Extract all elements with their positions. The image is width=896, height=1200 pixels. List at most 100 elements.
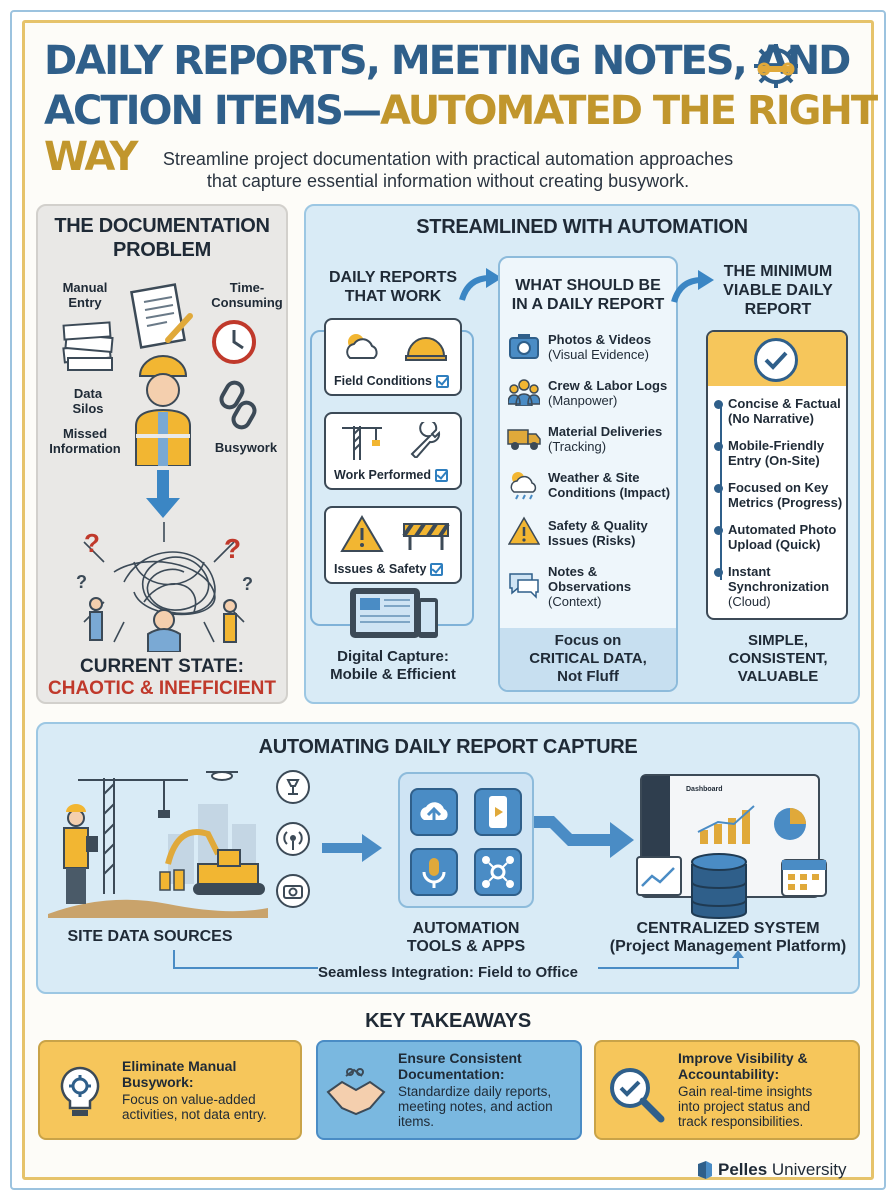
page-title-line2-a: ACTION ITEMS— <box>44 88 382 134</box>
weather-icon <box>506 468 542 500</box>
system-label: CENTRALIZED SYSTEM (Project Management P… <box>600 920 856 956</box>
report-item-materials-t1: Material Deliveries <box>548 424 663 439</box>
takeaways-heading: KEY TAKEAWAYS <box>365 1010 531 1032</box>
report-item-notes-t2: Observations <box>548 579 632 594</box>
takeaway-2-title1: Ensure Consistent <box>398 1050 522 1066</box>
timeline-dot <box>714 442 723 451</box>
wrench-icon <box>406 419 446 460</box>
system-label-line1: CENTRALIZED SYSTEM <box>636 920 820 937</box>
line-chart-icon <box>636 856 682 896</box>
tools-label-line1: AUTOMATION <box>412 920 520 937</box>
problem-heading: THE DOCUMENTATION PROBLEM <box>36 214 288 262</box>
integration-arrow <box>170 950 746 982</box>
problem-heading-line2: PROBLEM <box>113 239 211 261</box>
takeaway-1-title2: Busywork: <box>122 1074 194 1090</box>
camera-icon <box>508 332 540 360</box>
brand-name: Pelles University <box>718 1160 847 1180</box>
takeaway-2-title2: Documentation: <box>398 1066 505 1082</box>
col3-heading-line1: THE MINIMUM <box>723 263 833 280</box>
page-title-line2: ACTION ITEMS—AUTOMATED THE RIGHT WAY <box>44 88 896 180</box>
takeaway-3-title: Improve Visibility &Accountability: <box>678 1050 858 1082</box>
svg-text:?: ? <box>224 533 241 564</box>
svg-text:?: ? <box>76 572 87 592</box>
chaos-scribble-icon: ? ? ? ? <box>64 522 264 653</box>
mvr-item-1: Concise & Factual(No Narrative) <box>728 396 846 426</box>
report-item-notes-t3: (Context) <box>548 594 602 609</box>
col2-footer-line2: CRITICAL DATA, <box>529 650 647 667</box>
stressed-worker-icon <box>122 346 204 467</box>
card-issues-safety: Issues & Safety <box>324 506 462 584</box>
bar-chart-icon <box>694 802 762 846</box>
report-item-weather-t2: Conditions (Impact) <box>548 485 671 500</box>
report-item-notes: Notes &Observations(Context) <box>548 564 674 609</box>
report-item-crew-t2: (Manpower) <box>548 393 618 408</box>
cloud-upload-icon <box>410 788 458 836</box>
card-field-conditions-label: Field Conditions <box>334 374 458 389</box>
manual-entry-label: Manual Entry <box>50 280 120 310</box>
col2-footer: Focus on CRITICAL DATA, Not Fluff <box>498 632 678 686</box>
col2-heading-line2: IN A DAILY REPORT <box>511 296 665 313</box>
truck-icon <box>506 424 542 452</box>
report-item-notes-t1: Notes & <box>548 564 598 579</box>
magnifier-check-icon <box>602 1060 668 1126</box>
warning-icon <box>507 516 541 546</box>
col2-footer-band <box>500 628 676 690</box>
missed-label-2: Information <box>49 441 121 456</box>
takeaway-3-body2: into project status and <box>678 1099 811 1114</box>
microphone-icon <box>410 848 458 896</box>
sources-label: SITE DATA SOURCES <box>67 928 233 945</box>
col1-footer-line1: Digital Capture: <box>337 648 449 665</box>
handshake-icon <box>324 1062 388 1126</box>
hardhat-icon <box>404 328 448 362</box>
time-label-2: Consuming <box>211 295 283 310</box>
mvr-item-2-t1: Mobile-Friendly <box>728 438 825 453</box>
subtitle: Streamline project documentation with pr… <box>60 148 836 192</box>
report-item-weather-t1: Weather & Site <box>548 470 640 485</box>
pie-chart-icon <box>768 802 812 846</box>
gear-wrench-icon <box>748 38 804 94</box>
report-item-crew-t1: Crew & Labor Logs <box>548 378 668 393</box>
silos-label-1: Data <box>73 386 103 401</box>
col1-footer: Digital Capture: Mobile & Efficient <box>318 648 468 684</box>
col1-heading-line2: THAT WORK <box>344 288 442 305</box>
report-item-photos-t2: (Visual Evidence) <box>548 347 649 362</box>
col1-footer-line2: Mobile & Efficient <box>330 666 456 683</box>
tools-label: AUTOMATION TOOLS & APPS <box>396 920 536 956</box>
problem-heading-line1: THE DOCUMENTATION <box>54 215 270 237</box>
mvr-item-3-t1: Focused on Key <box>728 480 829 495</box>
col3-card <box>706 330 848 620</box>
takeaway-1-title1: Eliminate Manual <box>122 1058 237 1074</box>
mvr-item-5-t2: Synchronization <box>728 579 830 594</box>
checkbox-icon <box>430 563 444 577</box>
report-item-photos-t1: Photos & Videos <box>548 332 652 347</box>
brand-name-bold: Pelles <box>718 1160 768 1179</box>
field-conditions-text: Field Conditions <box>334 374 432 388</box>
arrow-down-icon <box>146 470 180 518</box>
clock-icon <box>210 318 258 366</box>
report-item-materials-t2: (Tracking) <box>548 439 607 454</box>
crew-icon <box>507 378 541 407</box>
manual-entry-label-2: Entry <box>68 295 102 310</box>
takeaway-2-body: Standardize daily reports,meeting notes,… <box>398 1084 582 1129</box>
subtitle-line2: that capture essential information witho… <box>206 171 690 191</box>
takeaway-1-body1: Focus on value-added <box>122 1092 256 1107</box>
report-item-safety-t1: Safety & Quality <box>548 518 648 533</box>
svg-text:?: ? <box>242 574 253 594</box>
col3-footer-line3: VALUABLE <box>737 668 819 685</box>
chat-icon <box>508 570 540 600</box>
takeaway-2-body1: Standardize daily reports, <box>398 1084 552 1099</box>
clipboard-pencil-icon <box>128 282 198 352</box>
timeline-dot <box>714 400 723 409</box>
takeaway-2-body2: meeting notes, and action <box>398 1099 553 1114</box>
busywork-label: Busywork <box>214 440 278 455</box>
col2-footer-line3: Not Fluff <box>557 668 619 685</box>
card-field-conditions: Field Conditions <box>324 318 462 396</box>
paper-stack-icon <box>58 316 118 376</box>
current-state-line1: CURRENT STATE: <box>80 656 244 677</box>
report-item-photos: Photos & Videos(Visual Evidence) <box>548 332 674 362</box>
